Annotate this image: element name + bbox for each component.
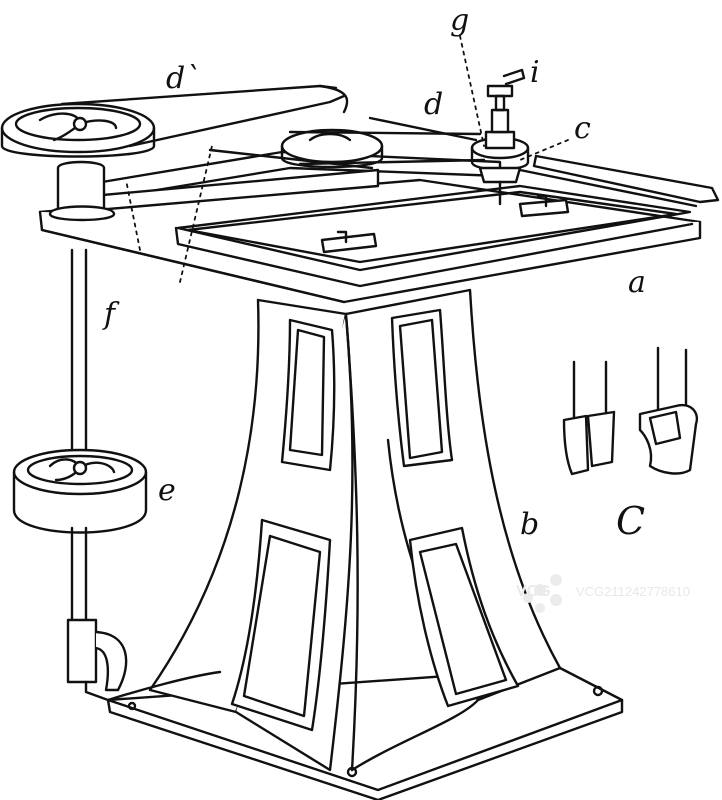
label-d: d	[424, 87, 443, 122]
watermark-logo-text: VCG	[516, 583, 551, 600]
pedestal	[148, 288, 562, 772]
guide-bar	[518, 154, 720, 208]
leader-lines	[125, 35, 569, 283]
label-g: g	[450, 3, 469, 38]
top-drive-pulley	[0, 102, 156, 158]
vcg-logo-icon	[523, 574, 562, 613]
watermark: VCG VCG211242778610	[516, 574, 690, 613]
part-labels: d` g i d c a f e b C	[102, 3, 646, 543]
belt-d-prime	[60, 84, 349, 148]
label-a: a	[628, 265, 646, 300]
flywheel	[12, 448, 148, 534]
belt-d	[288, 116, 486, 166]
label-b: b	[520, 507, 539, 542]
label-C: C	[616, 499, 645, 543]
spindle-column	[48, 160, 222, 702]
cutter-detail	[562, 346, 699, 476]
spindle-head	[470, 68, 530, 206]
label-i: i	[530, 55, 540, 90]
label-e: e	[158, 473, 176, 508]
label-c: c	[574, 111, 591, 146]
watermark-id-text: VCG211242778610	[576, 584, 690, 599]
intermediate-pulley	[280, 128, 384, 169]
label-d-prime: d`	[166, 61, 200, 96]
label-f: f	[102, 297, 120, 332]
